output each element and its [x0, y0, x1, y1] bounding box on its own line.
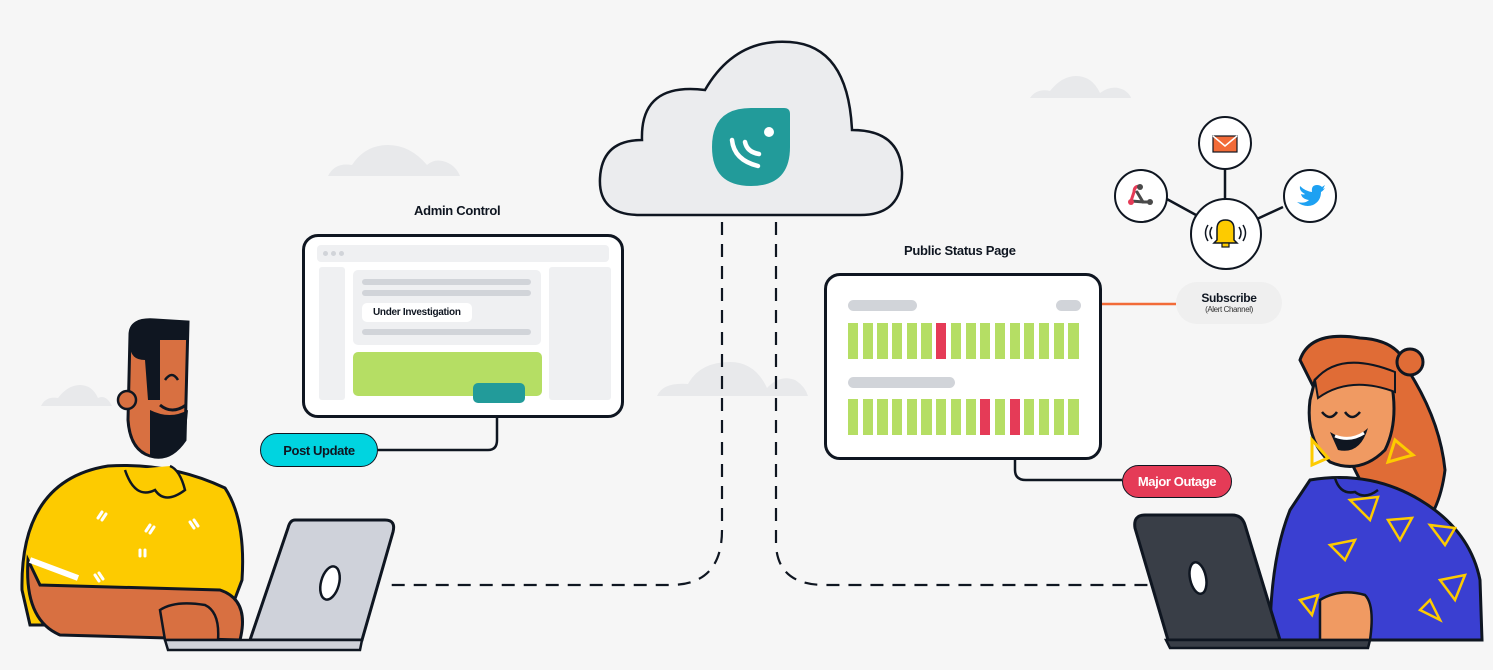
uptime-bar-operational[interactable] — [980, 323, 991, 359]
bg-cloud-1 — [328, 145, 460, 176]
uptime-bar-operational[interactable] — [848, 399, 859, 435]
bg-cloud-4 — [41, 385, 112, 406]
uptime-bar-operational[interactable] — [892, 399, 903, 435]
uptime-bar-operational[interactable] — [877, 399, 888, 435]
uptime-bar-operational[interactable] — [994, 399, 1006, 435]
uptime-bar-operational[interactable] — [965, 323, 976, 359]
status-toggle[interactable] — [1056, 300, 1081, 311]
uptime-bar-operational[interactable] — [950, 323, 961, 359]
email-channel[interactable] — [1198, 116, 1252, 170]
subscribe-sublabel: (Alert Channel) — [1205, 305, 1253, 314]
uptime-bar-outage[interactable] — [980, 399, 991, 435]
window-toolbar — [317, 245, 609, 262]
uptime-row-2 — [848, 399, 1083, 435]
uptime-bar-operational[interactable] — [921, 323, 932, 359]
background-clouds — [41, 76, 1131, 406]
status-chip[interactable]: Under Investigation — [362, 303, 472, 322]
uptime-bar-operational[interactable] — [1024, 399, 1035, 435]
uptime-bar-operational[interactable] — [950, 399, 961, 435]
service-name-placeholder — [848, 300, 917, 311]
twitter-channel[interactable] — [1283, 169, 1337, 223]
uptime-bar-operational[interactable] — [906, 399, 917, 435]
subscribe-pill[interactable]: Subscribe (Alert Channel) — [1176, 282, 1282, 324]
uptime-bar-operational[interactable] — [965, 399, 976, 435]
uptime-bar-operational[interactable] — [936, 399, 947, 435]
subscribe-label: Subscribe — [1201, 291, 1257, 305]
bg-cloud-2 — [1030, 76, 1131, 98]
bell-channel[interactable] — [1190, 198, 1262, 270]
webhook-channel[interactable] — [1114, 169, 1168, 223]
uptime-bar-operational[interactable] — [921, 399, 932, 435]
connector-right — [774, 222, 1160, 587]
status-logo-icon — [712, 108, 790, 186]
bell-icon — [1204, 219, 1247, 248]
public-status-panel — [824, 273, 1102, 460]
uptime-bar-operational[interactable] — [906, 323, 917, 359]
uptime-bar-operational[interactable] — [1038, 399, 1050, 435]
uptime-bar-operational[interactable] — [1024, 323, 1035, 359]
webhook-icon — [1128, 184, 1153, 205]
window-dots-icon — [323, 251, 344, 256]
uptime-bar-operational[interactable] — [1068, 323, 1079, 359]
major-outage-badge[interactable]: Major Outage — [1122, 465, 1232, 498]
uptime-row-1 — [848, 323, 1083, 359]
admin-control-panel: Under Investigation — [302, 234, 624, 418]
uptime-bar-operational[interactable] — [1068, 399, 1079, 435]
left-sidebar — [319, 267, 345, 400]
uptime-bar-operational[interactable] — [877, 323, 888, 359]
left-laptop — [163, 518, 396, 652]
right-laptop — [1133, 513, 1372, 650]
right-person-illustration — [1268, 334, 1484, 642]
twitter-icon — [1297, 185, 1325, 206]
service-name-placeholder-2 — [848, 377, 955, 388]
uptime-bar-operational[interactable] — [1009, 323, 1020, 359]
uptime-bar-operational[interactable] — [848, 323, 859, 359]
right-sidebar — [549, 267, 611, 400]
submit-button[interactable] — [473, 383, 525, 403]
update-card: Under Investigation — [353, 270, 541, 345]
cloud-connectors — [388, 222, 1160, 587]
left-person-illustration — [20, 318, 245, 642]
post-update-connector — [378, 402, 499, 452]
bg-cloud-3 — [657, 362, 808, 396]
uptime-bar-operational[interactable] — [862, 399, 873, 435]
email-icon — [1212, 135, 1238, 153]
major-outage-connector — [1013, 434, 1122, 482]
admin-control-title: Admin Control — [414, 203, 501, 218]
uptime-bar-operational[interactable] — [892, 323, 903, 359]
uptime-bar-outage[interactable] — [1009, 399, 1020, 435]
uptime-bar-operational[interactable] — [1053, 399, 1064, 435]
uptime-bar-outage[interactable] — [936, 323, 947, 359]
uptime-bar-operational[interactable] — [994, 323, 1006, 359]
post-update-button[interactable]: Post Update — [260, 433, 378, 467]
public-status-page-title: Public Status Page — [904, 243, 1016, 258]
uptime-bar-operational[interactable] — [862, 323, 873, 359]
uptime-bar-operational[interactable] — [1053, 323, 1064, 359]
connector-left — [388, 222, 724, 587]
uptime-bar-operational[interactable] — [1038, 323, 1050, 359]
